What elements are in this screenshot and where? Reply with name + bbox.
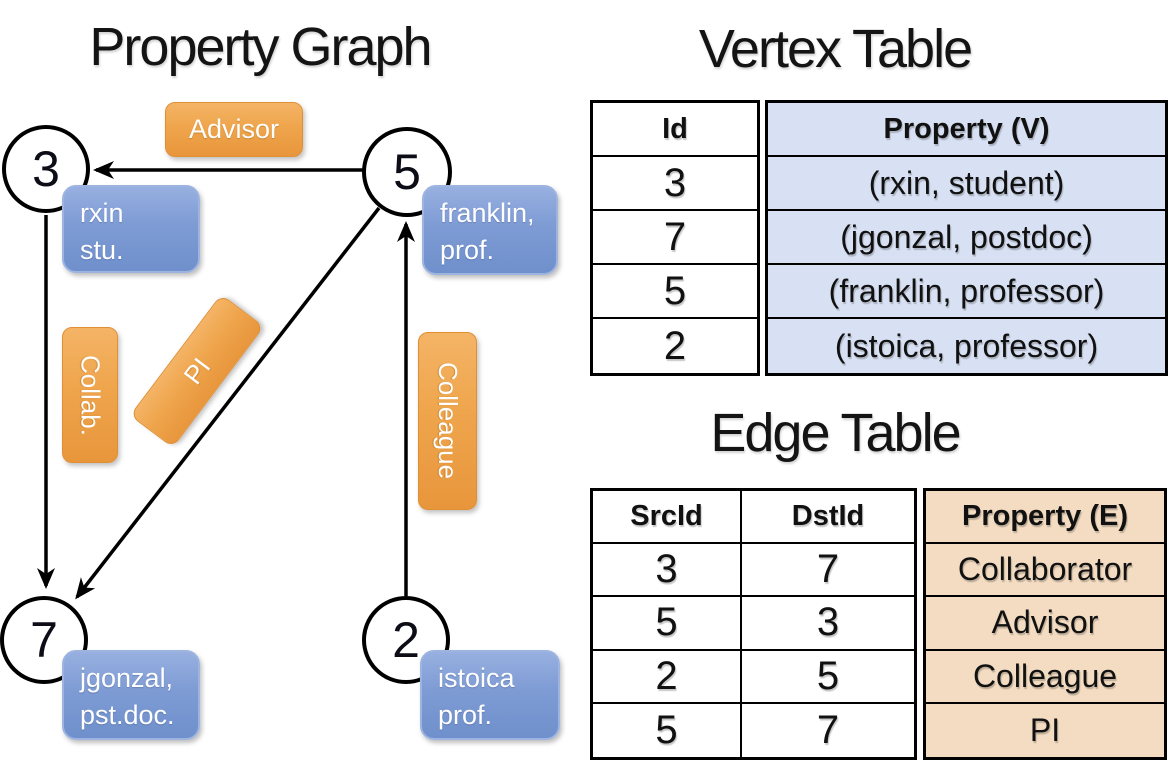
edge-table-row-0-property: Collaborator bbox=[926, 544, 1164, 598]
node-label-jgonzal-line1: jgonzal, bbox=[80, 663, 174, 693]
node-id-5: 5 bbox=[393, 144, 421, 200]
edge-table-title: Edge Table bbox=[710, 403, 961, 463]
node-label-istoica-line1: istoica bbox=[438, 663, 515, 693]
property-graph-title: Property Graph bbox=[89, 17, 432, 77]
edge-table-header-property: Property (E) bbox=[926, 491, 1164, 545]
edge-table-row-1-property: Advisor bbox=[926, 597, 1164, 651]
edge-table-row-3-src: 5 bbox=[655, 707, 678, 752]
edge-table-row-2-dst: 5 bbox=[740, 650, 914, 702]
node-label-franklin-line1: franklin, bbox=[440, 198, 535, 228]
node-label-franklin-line2: prof. bbox=[440, 235, 495, 266]
edge-pi-5-to-7 bbox=[75, 206, 381, 600]
vertex-table-row-0-id: 3 bbox=[593, 157, 757, 211]
vertex-table-property-column: Property (V) (rxin, student) (jgonzal, p… bbox=[765, 100, 1168, 376]
edge-table-row-0-dst: 7 bbox=[740, 544, 914, 596]
node-circle-5: 5 bbox=[362, 127, 452, 217]
node-id-3: 3 bbox=[32, 141, 60, 197]
edge-label-colleague: Colleague bbox=[418, 332, 477, 510]
vertex-table-row-3-id: 2 bbox=[663, 323, 687, 368]
node-label-jgonzal-line2: pst.doc. bbox=[80, 700, 175, 731]
node-label-jgonzal: jgonzal, pst.doc. bbox=[62, 650, 200, 740]
edge-table-header-dst: DstId bbox=[740, 491, 914, 543]
edge-table-row-3-dst: 7 bbox=[740, 703, 914, 757]
edge-label-advisor: Advisor bbox=[165, 102, 303, 157]
node-label-rxin: rxin stu. bbox=[62, 185, 200, 273]
node-circle-2: 2 bbox=[362, 596, 450, 684]
edge-table-header-src: SrcId bbox=[630, 500, 703, 533]
node-label-franklin: franklin, prof. bbox=[422, 185, 558, 275]
edge-table-property-column: Property (E) Collaborator Advisor Collea… bbox=[923, 488, 1167, 760]
vertex-table-id-column: Id 3 7 5 2 bbox=[590, 100, 760, 376]
vertex-table-row-2-property: (franklin, professor) bbox=[768, 265, 1165, 319]
edge-table-row-3-property: PI bbox=[1029, 711, 1061, 748]
edge-label-collab: Collab. bbox=[62, 327, 118, 463]
edge-table-row-2-src: 2 bbox=[655, 653, 678, 698]
node-label-rxin-line1: rxin bbox=[80, 198, 124, 228]
edge-table-row-2-property: Colleague bbox=[926, 651, 1164, 704]
vertex-table-row-2-id: 5 bbox=[593, 265, 757, 319]
node-id-2: 2 bbox=[392, 612, 420, 668]
vertex-table-section: Vertex Table bbox=[585, 0, 1170, 400]
edge-table-row-1-dst: 3 bbox=[740, 597, 914, 649]
node-label-istoica: istoica prof. bbox=[420, 650, 560, 740]
graph-edges-layer bbox=[37, 161, 415, 600]
vertex-table-row-1-id: 7 bbox=[593, 211, 757, 265]
vertex-table-title: Vertex Table bbox=[698, 19, 973, 79]
vertex-table-row-3-property: (istoica, professor) bbox=[834, 327, 1099, 364]
vertex-table-row-1-property: (jgonzal, postdoc) bbox=[768, 211, 1165, 265]
vertex-table-row-0-property: (rxin, student) bbox=[768, 157, 1165, 211]
edge-table-section: Edge Table bbox=[585, 390, 1170, 760]
vertex-table-header-property: Property (V) bbox=[768, 103, 1165, 157]
node-id-7: 7 bbox=[30, 612, 58, 668]
edge-table-id-columns: SrcId DstId 3 7 5 3 2 5 5 7 bbox=[590, 488, 917, 760]
node-label-rxin-line2: stu. bbox=[80, 235, 124, 266]
vertex-table-header-id: Id bbox=[593, 103, 757, 157]
edge-table-row-0-src: 3 bbox=[655, 547, 678, 592]
node-label-istoica-line2: prof. bbox=[438, 700, 493, 731]
property-graph-panel: Property Graph 3 5 7 2 rxin stu. frankli… bbox=[0, 17, 560, 740]
edge-table-row-1-src: 5 bbox=[655, 600, 678, 645]
